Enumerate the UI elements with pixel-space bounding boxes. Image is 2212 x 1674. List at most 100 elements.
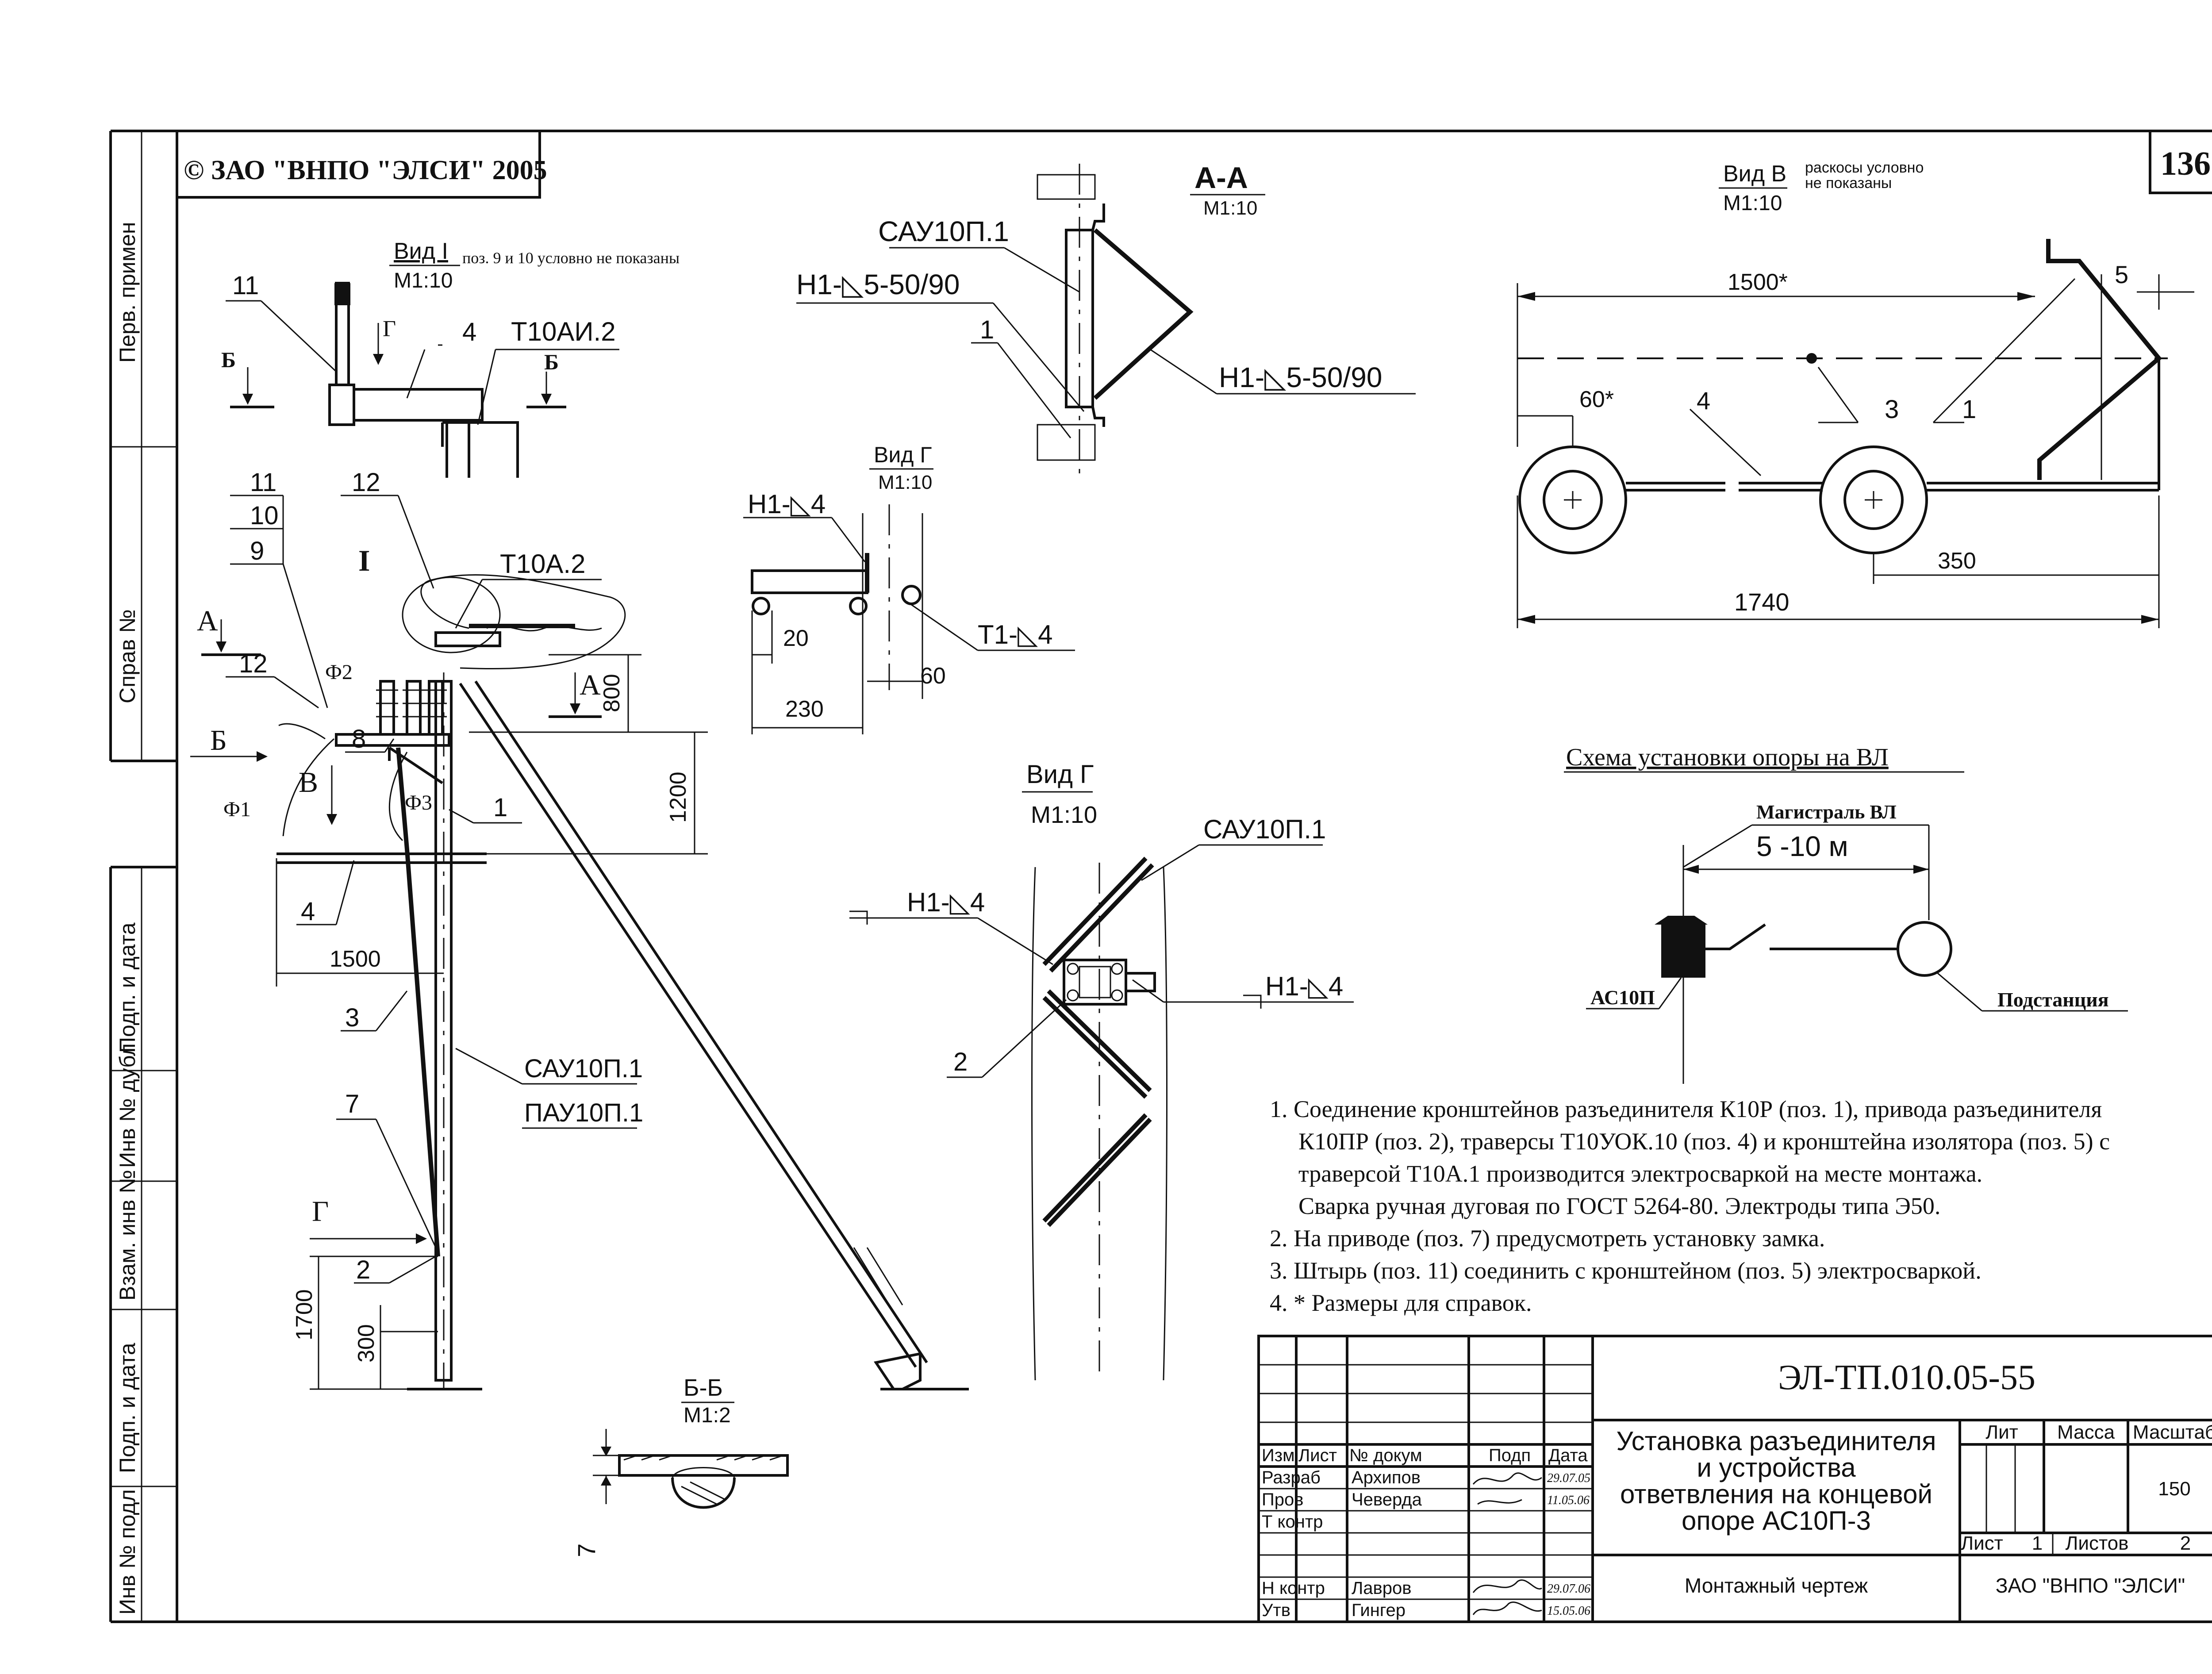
title-scale-label: Масштаб	[2133, 1421, 2212, 1443]
side-vzam-inv: Взам. инв №	[115, 1170, 140, 1301]
note-line-6: 3. Штырь (поз. 11) соединить с кронштейн…	[1270, 1257, 1982, 1284]
side-inv-podl: Инв № подл	[115, 1489, 140, 1615]
section-b-b-scale: М1:2	[684, 1404, 731, 1427]
title-col-doc: № докум	[1349, 1446, 1422, 1465]
main-label-dim-1200: 1200	[665, 772, 691, 823]
copyright-text: © ЗАО "ВНПО "ЭЛСИ" 2005	[184, 155, 547, 185]
main-label-t10a: Т10А.2	[500, 549, 585, 579]
view-v-dim-5: 5	[2115, 261, 2128, 288]
view-v-title: Вид В	[1723, 161, 1786, 187]
view-g-large-weld-right: Н1-◺4	[1265, 971, 1343, 1001]
sheet-number: 136	[2160, 145, 2211, 182]
note-line-1: 1. Соединение кронштейнов разъединителя …	[1270, 1096, 2102, 1122]
main-label-2: 2	[356, 1256, 370, 1284]
section-a-a-title: А-А	[1194, 161, 1248, 195]
view-v-label-3: 3	[1885, 395, 1899, 424]
view-g-small: Вид Г М1:10 Н1-◺4 Т1-◺4 20 60 230	[743, 442, 1075, 734]
title-sheet-value: 1	[2032, 1532, 2043, 1554]
title-sheets-value: 2	[2180, 1532, 2191, 1554]
view-v-label-4: 4	[1697, 387, 1710, 415]
title-name-nkontr: Лавров	[1352, 1578, 1412, 1598]
main-label-view-i: I	[358, 544, 370, 577]
title-doc-type: Монтажный чертеж	[1685, 1574, 1868, 1597]
view-g-large-weld-left: Н1-◺4	[907, 887, 985, 917]
main-label-v-arrow: В	[299, 766, 318, 799]
view-1-note: поз. 9 и 10 условно не показаны	[462, 249, 680, 267]
view-1-scale: М1:10	[394, 269, 453, 292]
view-v-note-2: не показаны	[1805, 175, 1892, 192]
section-b-b-title: Б-Б	[684, 1375, 723, 1401]
view-1-label-b-right: Б	[544, 349, 559, 374]
notes: 1. Соединение кронштейнов разъединителя …	[1270, 1096, 2110, 1316]
schema-title: Схема установки опоры на ВЛ	[1566, 744, 1889, 771]
side-sprav-no: Справ №	[115, 609, 140, 703]
view-v-dim-350: 350	[1938, 548, 1976, 574]
view-v-scale: М1:10	[1723, 192, 1782, 215]
sheet-frame	[109, 130, 2212, 1623]
view-v-dim-1500: 1500*	[1728, 269, 1788, 295]
view-g-small-dim-20: 20	[783, 626, 809, 651]
schema-distance: 5 -10 м	[1756, 830, 1848, 862]
title-block: ЭЛ-ТП.010.05-55 Установка разъединителя …	[1257, 1335, 2212, 1623]
schema-magistral: Магистраль ВЛ	[1756, 801, 1897, 823]
view-g-small-title: Вид Г	[874, 442, 932, 467]
title-role-utv: Утв	[1262, 1601, 1290, 1620]
main-label-pau: ПАУ10П.1	[524, 1098, 643, 1127]
main-label-sau: САУ10П.1	[524, 1054, 643, 1083]
title-mass-label: Масса	[2057, 1421, 2115, 1443]
main-label-a-right: А	[580, 669, 601, 701]
main-label-f2: Ф2	[325, 660, 353, 684]
main-label-dim-1700: 1700	[292, 1289, 317, 1340]
note-line-2: К10ПР (поз. 2), траверсы Т10УОК.10 (поз.…	[1298, 1128, 2110, 1155]
view-1-label-g: Г	[383, 316, 396, 342]
view-g-large-sau: САУ10П.1	[1203, 814, 1326, 844]
view-1-title: Вид I	[394, 238, 448, 264]
title-role-prov: Пров	[1262, 1490, 1304, 1509]
view-1: Вид I М1:10 поз. 9 и 10 условно не показ…	[221, 238, 680, 478]
main-label-dim-1500: 1500	[330, 946, 381, 972]
main-label-11: 11	[250, 468, 276, 497]
view-g-large-title: Вид Г	[1026, 760, 1094, 789]
side-inv-dubl: Инв № дубл	[115, 1043, 140, 1168]
title-name-utv: Гингер	[1352, 1601, 1406, 1620]
main-label-f1: Ф1	[223, 798, 251, 821]
section-a-a-label-sau: САУ10П.1	[878, 215, 1009, 247]
title-col-list: Лист	[1298, 1446, 1337, 1465]
main-label-10: 10	[250, 501, 279, 530]
view-g-small-dim-60: 60	[920, 663, 946, 689]
title-role-nkontr: Н контр	[1262, 1578, 1325, 1598]
view-g-small-weld-t1: Т1-◺4	[978, 620, 1053, 649]
view-g-small-dim-230: 230	[785, 696, 824, 722]
section-b-b-dim-7: 7	[572, 1543, 600, 1557]
title-scale-value: 150	[2158, 1478, 2190, 1500]
side-strip: Перв. примен Справ № Подп. и дата Инв № …	[115, 222, 140, 1615]
view-g-small-weld-top: Н1-◺4	[748, 489, 826, 519]
title-sheet-label: Лист	[1961, 1532, 2003, 1554]
view-1-label-11: 11	[232, 271, 259, 300]
title-name-line-1: Установка разъединителя	[1617, 1426, 1936, 1456]
view-g-large: Вид Г М1:10 САУ10П.1 Н1-◺4 Н1-◺4 2	[849, 760, 1354, 1381]
section-a-a-label-weld1: Н1-◺5-50/90	[796, 269, 960, 300]
note-line-3: траверсой Т10А.1 производится электросва…	[1298, 1160, 1982, 1187]
title-name-razrab: Архипов	[1352, 1468, 1421, 1487]
main-label-7: 7	[345, 1090, 359, 1118]
sheet-number-box: 136	[2149, 130, 2212, 194]
title-sheets-label: Листов	[2066, 1532, 2129, 1554]
schema: Схема установки опоры на ВЛ Магистраль В…	[1564, 744, 2128, 1084]
title-col-date: Дата	[1548, 1446, 1588, 1465]
title-col-podp: Подп	[1489, 1446, 1531, 1465]
view-v-dim-60: 60*	[1579, 387, 1614, 412]
side-podp-data-2: Подп. и дата	[115, 1343, 140, 1473]
main-label-1: 1	[493, 793, 507, 822]
title-name-line-4: опоре АС10П-3	[1682, 1506, 1871, 1536]
main-view: 11 10 9 12 12 I Т10А.2 А А Ф2 Б 8 В Ф1 Ф…	[190, 468, 969, 1390]
title-lit-label: Лит	[1985, 1421, 2018, 1443]
section-a-a-label-1: 1	[980, 315, 994, 344]
side-podp-data-1: Подп. и дата	[115, 922, 140, 1053]
view-1-label-b-left: Б	[221, 347, 236, 372]
schema-substation: Подстанция	[1997, 988, 2109, 1011]
view-v-note-1: раскосы условно	[1805, 159, 1924, 176]
title-date-utv: 15.05.06	[1547, 1604, 1590, 1618]
section-a-a: А-А М1:10 САУ10П.1 Н1-◺5-50/90 1 Н1-◺5-5…	[796, 161, 1416, 473]
